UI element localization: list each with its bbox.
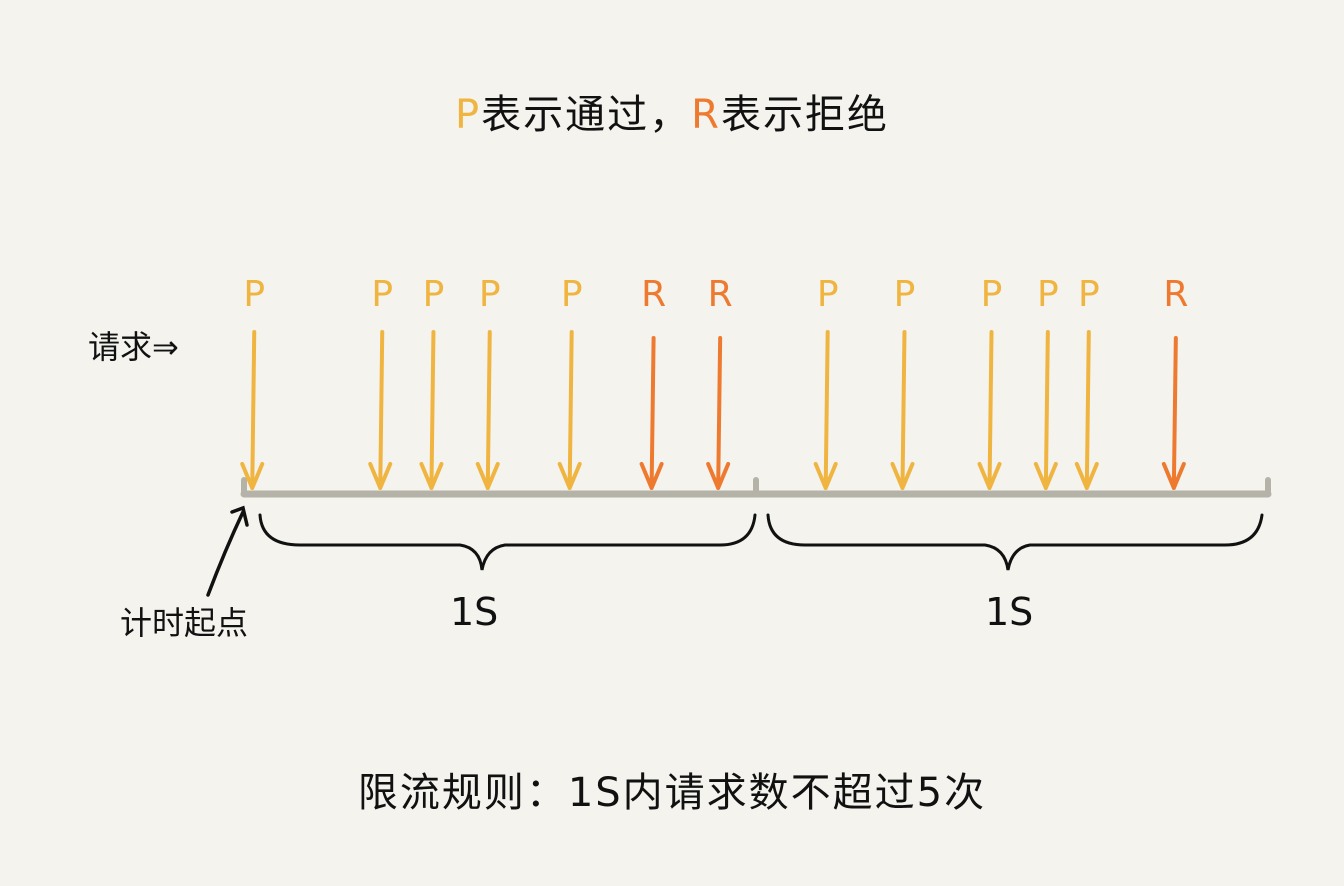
request-label: 请求⇒ xyxy=(88,328,179,366)
request-label-4: P xyxy=(479,274,501,315)
request-arrow-3 xyxy=(419,330,444,490)
rate-limit-rule: 限流规则：1S内请求数不超过5次 xyxy=(357,770,987,816)
window-label-2: 1S xyxy=(985,590,1034,634)
request-arrow-1 xyxy=(240,330,265,490)
request-label-8: P xyxy=(817,274,839,315)
legend-title: P表示通过，R表示拒绝 xyxy=(0,82,1344,140)
request-arrow-9 xyxy=(890,330,915,490)
reject-letter: R xyxy=(691,92,721,138)
pass-letter: P xyxy=(455,92,482,138)
request-arrow-11 xyxy=(1033,330,1058,490)
request-arrow-8 xyxy=(813,330,838,490)
window-brace-1 xyxy=(258,513,757,571)
request-label-12: P xyxy=(1078,274,1100,315)
request-label-6: R xyxy=(641,274,666,315)
request-label-7: R xyxy=(708,274,733,315)
pass-text: 表示通过， xyxy=(481,92,692,138)
request-arrow-4 xyxy=(475,330,500,490)
request-label-10: P xyxy=(981,274,1003,315)
reject-text: 表示拒绝 xyxy=(720,92,889,138)
request-label-2: P xyxy=(371,274,393,315)
request-label-1: P xyxy=(243,274,265,315)
request-label-3: P xyxy=(423,274,445,315)
start-label: 计时起点 xyxy=(120,604,249,642)
request-label-13: R xyxy=(1163,274,1188,315)
request-arrow-7 xyxy=(706,336,731,490)
window-brace-2 xyxy=(766,513,1264,571)
request-arrow-6 xyxy=(639,336,664,490)
request-label-9: P xyxy=(894,274,916,315)
request-label-11: P xyxy=(1037,274,1059,315)
request-arrow-13 xyxy=(1161,336,1186,490)
window-label-1: 1S xyxy=(450,590,499,634)
request-arrow-10 xyxy=(977,330,1002,490)
request-arrow-5 xyxy=(557,330,582,490)
request-arrow-2 xyxy=(368,330,393,490)
request-arrow-12 xyxy=(1074,330,1099,490)
start-pointer-arrow xyxy=(206,505,249,597)
request-label-5: P xyxy=(561,274,583,315)
